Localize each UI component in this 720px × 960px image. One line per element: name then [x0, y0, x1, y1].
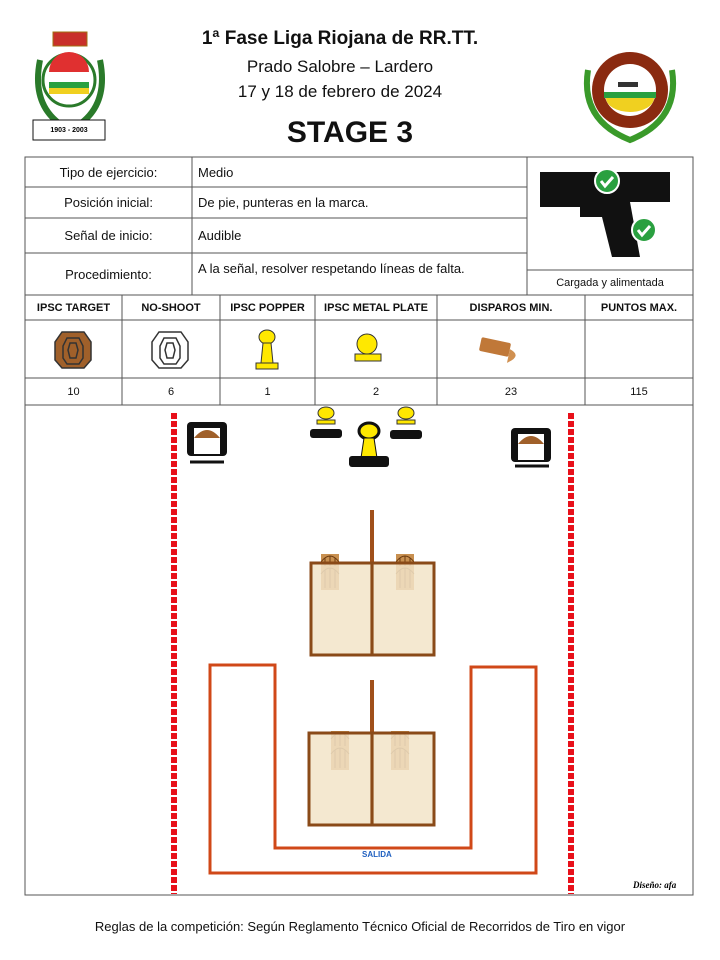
barrels — [307, 561, 436, 827]
info-value: A la señal, resolver respetando líneas d… — [198, 260, 465, 276]
stage-diagram — [171, 406, 574, 894]
min-shots: 23 — [504, 385, 518, 398]
max-points: 115 — [630, 385, 648, 398]
col-header: PUNTOS MAX. — [600, 301, 678, 314]
count-metal-plate: 2 — [372, 385, 380, 398]
no-shoot-icon — [151, 331, 189, 369]
bullet-icon — [479, 337, 516, 363]
info-label: Tipo de ejercicio: — [59, 164, 158, 180]
dates: 17 y 18 de febrero de 2024 — [237, 82, 443, 101]
col-header: NO-SHOOT — [141, 301, 201, 314]
footer-rules: Reglas de la competición: Según Reglamen… — [94, 919, 626, 934]
info-value: Audible — [198, 228, 242, 243]
col-header: DISPAROS MIN. — [469, 301, 553, 314]
no-shoot-left — [187, 422, 227, 464]
metal-plates — [310, 406, 422, 439]
metal-plate-icon — [354, 333, 382, 362]
col-header: IPSC METAL PLATE — [324, 301, 428, 314]
col-header: IPSC POPPER — [230, 301, 305, 314]
no-shoot-right — [511, 428, 551, 468]
count-ipsc-target: 10 — [67, 385, 80, 398]
info-value: De pie, punteras en la marca. — [198, 195, 369, 210]
gun-caption: Cargada y alimentada — [556, 277, 664, 289]
count-popper: 1 — [264, 385, 271, 398]
info-label: Señal de inicio: — [64, 228, 153, 243]
popper — [349, 421, 389, 467]
col-header: IPSC TARGET — [36, 301, 111, 314]
federation-logo: 1903 - 2003 — [32, 31, 106, 141]
club-logo — [583, 52, 677, 144]
start-label: SALIDA — [362, 850, 392, 859]
popper-icon — [255, 329, 279, 370]
info-label: Procedimiento: — [65, 266, 152, 282]
ipsc-target-icon — [54, 331, 92, 369]
fault-line-right — [568, 413, 574, 894]
stage-title: STAGE 3 — [286, 116, 414, 149]
info-label: Posición inicial: — [64, 195, 153, 210]
svg-text:1903 - 2003: 1903 - 2003 — [50, 127, 87, 134]
walls — [208, 663, 538, 875]
venue: Prado Salobre – Lardero — [246, 57, 434, 76]
count-no-shoot: 6 — [167, 385, 175, 398]
pistol-icon — [540, 168, 670, 257]
designer-credit: Diseño: afa — [633, 880, 677, 890]
fault-line-left — [171, 413, 177, 894]
table-grid — [24, 156, 694, 896]
event-title: 1ª Fase Liga Riojana de RR.TT. — [201, 28, 479, 49]
info-value: Medio — [198, 164, 234, 180]
